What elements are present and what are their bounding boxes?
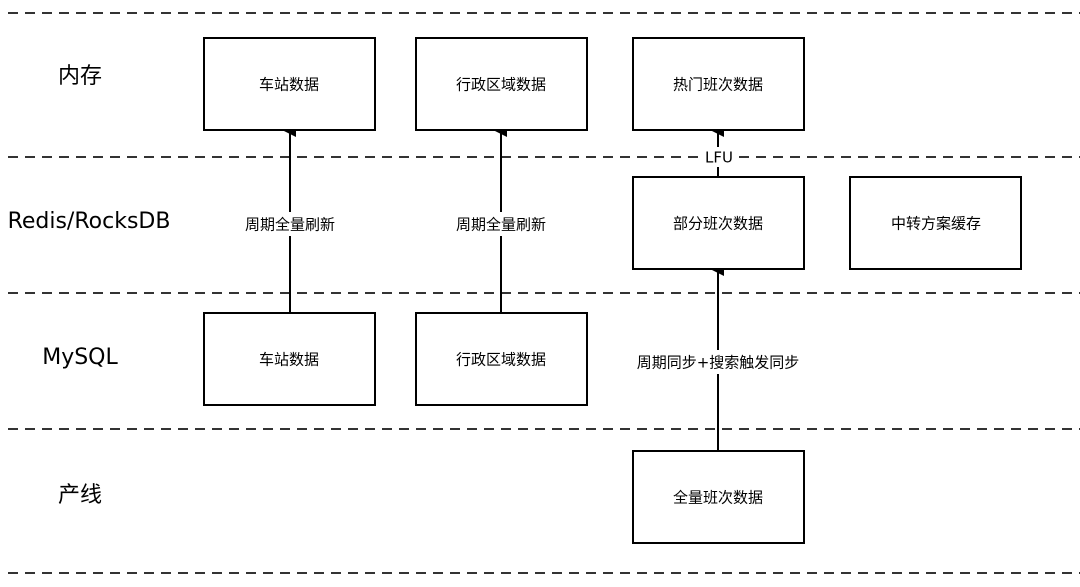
box-mysql-admin-region	[415, 312, 588, 406]
edge-label-station-refresh: 周期全量刷新	[245, 216, 335, 234]
box-label-memory-hot-trips: 热门班次数据	[673, 76, 763, 94]
box-production-full-trips	[632, 450, 805, 544]
box-label-production-full-trips: 全量班次数据	[673, 489, 763, 507]
edge-label-bg	[447, 212, 555, 236]
edge-label-bg	[700, 147, 738, 167]
layer-label-mysql: MySQL	[42, 345, 118, 370]
box-mysql-station	[203, 312, 376, 406]
box-memory-station	[203, 37, 376, 131]
box-label-redis-partial-trips: 部分班次数据	[673, 215, 763, 233]
edge-label-bg	[236, 212, 344, 236]
box-redis-partial-trips	[632, 176, 805, 270]
box-redis-transfer-cache	[849, 176, 1022, 270]
box-label-mysql-station: 车站数据	[259, 351, 319, 369]
edge-label-lfu: LFU	[705, 149, 733, 167]
box-label-memory-station: 车站数据	[259, 76, 319, 94]
edge-label-bg	[622, 350, 814, 374]
layer-label-production: 产线	[58, 483, 102, 508]
box-label-memory-admin-region: 行政区域数据	[456, 76, 546, 94]
layer-label-redis: Redis/RocksDB	[8, 209, 171, 234]
layer-label-memory: 内存	[58, 64, 102, 89]
box-memory-admin-region	[415, 37, 588, 131]
box-memory-hot-trips	[632, 37, 805, 131]
edge-label-sync: 周期同步+搜索触发同步	[637, 354, 800, 372]
box-label-redis-transfer-cache: 中转方案缓存	[891, 215, 981, 233]
box-label-mysql-admin-region: 行政区域数据	[456, 351, 546, 369]
edge-label-admin-refresh: 周期全量刷新	[456, 216, 546, 234]
